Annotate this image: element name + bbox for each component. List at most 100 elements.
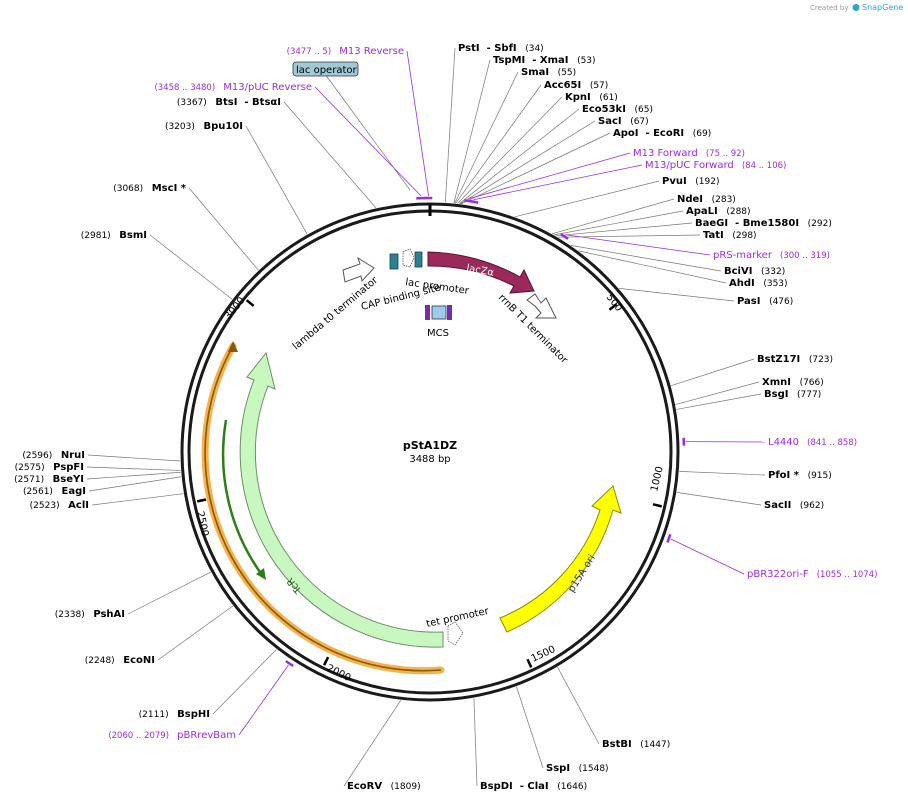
orange-feature-arc[interactable] [201,342,445,675]
enzyme-label-ndei[interactable]: NdeI (283) [677,194,736,205]
enzyme-leader-ahdi [578,250,727,284]
cap-site-box[interactable] [389,253,399,270]
enzyme-label-tspmi[interactable]: TspMI - XmaI (53) [493,55,596,66]
enzyme-label-bsphi[interactable]: (2111) BspHI [139,709,210,720]
enzyme-label-psti[interactable]: PstI - SbfI (34) [458,43,544,54]
enzyme-label-xmni[interactable]: XmnI (766) [762,377,824,388]
enzyme-label-bsmi[interactable]: (2981) BsmI [81,230,147,241]
enzyme-label-bspdi[interactable]: BspDI - ClaI (1646) [480,781,587,792]
enzyme-label-bpu10i[interactable]: (3203) Bpu10I [165,121,243,132]
primer-mark-pbr322ori-f[interactable] [666,533,672,543]
enzyme-label-acli[interactable]: (2523) AclI [30,500,89,511]
enzyme-leader-nrui [87,454,181,462]
enzyme-label-ahdi[interactable]: AhdI (353) [729,278,788,289]
enzyme-leader-pspfi [86,466,181,471]
credit-label: Created by [810,4,849,12]
orange-feature-arrowhead [228,341,238,352]
p15a-ori-feature[interactable]: p15A ori [499,485,622,633]
primer-leader-pbrrevbam [238,665,289,736]
primer-label-m13-puc-forward[interactable]: M13/pUC Forward (84 .. 106) [645,160,786,171]
enzyme-leader-sspi [516,686,544,769]
snapgene-logo-icon [852,4,860,11]
enzyme-label-pasi[interactable]: PasI (476) [737,296,793,307]
primer-label-m13-forward[interactable]: M13 Forward (75 .. 92) [633,148,745,159]
enzyme-leader-bseyi [86,471,181,480]
primer-label-prs-marker[interactable]: pRS-marker (300 .. 319) [713,250,830,261]
enzyme-leader-apali [553,210,684,236]
enzyme-label-kpni[interactable]: KpnI (61) [565,92,618,103]
orange-feature-core [204,345,442,672]
enzyme-label-btsi[interactable]: (3367) BtsI - BtsαI [177,97,281,108]
primer-leader-prs-marker [565,234,711,256]
primer-leader-m13-puc-forward [473,164,643,201]
enzyme-label-eco53ki[interactable]: Eco53kI (65) [582,104,653,115]
enzyme-leader-pvui [514,180,660,218]
enzyme-leader-bpu10i [245,125,308,235]
credit-brand: SnapGene [862,3,903,12]
tcr-arrow[interactable] [239,351,444,648]
primer-leader-m13-puc-reverse [314,86,422,197]
lacz-label: lacZα [465,263,495,279]
primer-label-l4440[interactable]: L4440 (841 .. 858) [768,437,857,448]
enzyme-label-pshai[interactable]: (2338) PshAI [55,609,125,620]
primer-label-pbrrevbam[interactable]: (2060 .. 2079) pBRrevBam [108,730,236,741]
enzyme-label-bseyi[interactable]: (2571) BseYI [14,474,84,485]
enzyme-label-sspi[interactable]: SspI (1548) [546,763,609,774]
enzyme-label-ecorv[interactable]: EcoRV (1809) [347,781,421,792]
primer-mark-m13-puc-forward[interactable] [468,199,479,204]
enzyme-leader-eco53ki [458,108,580,204]
enzyme-leader-apoi [460,132,611,205]
green-feature-arrowhead [256,568,266,580]
primer-mark-pbrrevbam[interactable] [285,660,294,668]
enzyme-label-pfoi[interactable]: PfoI * (915) [768,470,832,481]
bp-tick-1000 [652,503,662,508]
enzyme-leader-acli [91,493,184,506]
enzyme-label-bstbi[interactable]: BstBI (1447) [602,739,670,750]
enzyme-label-bsgi[interactable]: BsgI (777) [764,389,821,400]
primer-mark-prs-marker[interactable] [560,233,569,240]
enzyme-label-nrui[interactable]: (2596) NruI [22,450,85,461]
bp-tick-label: 2000 [325,663,353,684]
enzyme-leader-bsmi [149,234,233,300]
lac-operator-badge[interactable] [292,61,359,77]
green-feature-arc[interactable] [221,419,264,576]
lac-promoter-arrow[interactable] [402,248,415,268]
tet-promoter-arrow[interactable] [447,621,464,646]
primer-label-m13-puc-reverse[interactable]: (3458 .. 3480) M13/pUC Reverse [154,82,312,93]
enzyme-label-eagi[interactable]: (2561) EagI [23,486,86,497]
enzyme-label-apoi[interactable]: ApoI - EcoRI (69) [613,128,711,139]
rrnb-terminator-arrow[interactable] [526,293,557,319]
p15a-ori-arrow[interactable] [499,485,622,633]
mcs-feature[interactable]: MCS [425,305,452,339]
primer-leader-pbr322ori-f [670,538,745,575]
enzyme-leader-bcivi [570,245,722,272]
tcr-feature[interactable]: TcR [239,351,444,648]
enzyme-label-pvui[interactable]: PvuI (192) [662,176,719,187]
enzyme-label-baegi[interactable]: BaeGI - Bme1580I (292) [695,218,832,229]
primer-label-pbr322ori-f[interactable]: pBR322ori-F (1055 .. 1074) [747,569,877,580]
primer-leader-m13-reverse [406,50,430,197]
enzyme-label-bstz17i[interactable]: BstZ17I (723) [757,354,833,365]
enzyme-label-pspfi[interactable]: (2575) PspFI [15,462,84,473]
bp-tick-label: 2500 [194,510,210,537]
lac-operator-box[interactable] [414,251,423,268]
enzyme-label-smai[interactable]: SmaI (55) [521,67,576,78]
enzyme-leader-ecorv [343,700,402,787]
lacz-feature[interactable]: lacZα [427,251,535,294]
plasmid-length: 3488 bp [409,454,450,465]
enzyme-label-msci[interactable]: (3068) MscI * [113,183,187,194]
enzyme-label-bcivi[interactable]: BciVI (332) [724,266,785,277]
enzyme-label-econi[interactable]: (2248) EcoNI [85,655,155,666]
lacz-arrow[interactable] [427,251,535,294]
primer-marks [238,50,766,736]
enzyme-label-acc65i[interactable]: Acc65I (57) [544,80,608,91]
enzyme-label-tati[interactable]: TatI (298) [703,230,757,241]
lac-operator-leader [324,73,411,191]
enzyme-label-saci[interactable]: SacI (67) [598,116,649,127]
lambda-terminator-arrow[interactable] [342,256,375,283]
enzyme-label-apali[interactable]: ApaLI (288) [686,206,751,217]
primer-label-m13-reverse[interactable]: (3477 .. 5) M13 Reverse [287,46,404,57]
enzyme-label-sacii[interactable]: SacII (962) [764,500,824,511]
mcs-box [431,305,447,320]
